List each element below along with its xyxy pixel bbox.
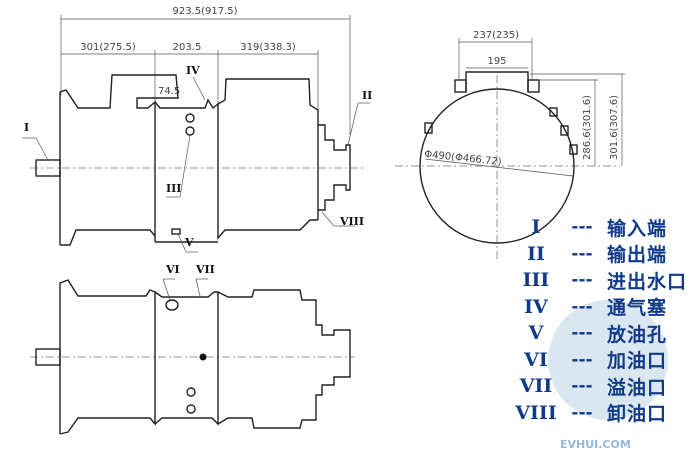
legend-label: 进出水口 (607, 270, 688, 293)
legend-label: 放油孔 (607, 323, 668, 346)
legend-dash: --- (571, 217, 593, 238)
svg-text:II: II (362, 89, 372, 102)
svg-text:74.5: 74.5 (158, 86, 180, 97)
legend-label: 输入端 (607, 217, 668, 240)
legend-numeral: VIII (515, 401, 557, 424)
legend-numeral: IV (524, 295, 548, 318)
svg-text:301(275.5): 301(275.5) (80, 42, 136, 53)
legend-item: VII --- 溢油口 (515, 373, 700, 400)
callout-labels-top: I II III IV V VIII (22, 64, 372, 253)
legend-label: 输出端 (607, 244, 668, 267)
watermark-text: EVHUI.COM (560, 438, 631, 451)
svg-text:VIII: VIII (339, 215, 364, 228)
legend-item: III --- 进出水口 (515, 267, 700, 294)
legend-item: VI --- 加油口 (515, 347, 700, 374)
svg-text:VI: VI (165, 263, 180, 276)
legend-dash: --- (571, 402, 593, 423)
legend-item: I --- 输入端 (515, 214, 700, 241)
svg-text:923.5(917.5): 923.5(917.5) (172, 6, 237, 17)
legend-label: 卸油口 (607, 403, 668, 426)
svg-text:VII: VII (195, 263, 215, 276)
legend-item: IV --- 通气塞 (515, 294, 700, 321)
legend-numeral: II (527, 242, 545, 265)
svg-text:203.5: 203.5 (173, 42, 202, 53)
svg-text:237(235): 237(235) (473, 30, 519, 41)
legend-item: II --- 输出端 (515, 241, 700, 268)
svg-text:301.6(307.6): 301.6(307.6) (609, 95, 620, 160)
side-view (30, 74, 365, 246)
svg-text:III: III (166, 182, 181, 195)
svg-text:286.6(301.6): 286.6(301.6) (582, 95, 593, 160)
legend-dash: --- (571, 296, 593, 317)
legend-numeral: VI (524, 348, 548, 371)
legend-numeral: I (531, 216, 541, 239)
legend: I --- 输入端 II --- 输出端 III --- 进出水口 IV --- 通气塞 V --… (515, 214, 700, 426)
legend-label: 加油口 (607, 350, 668, 373)
svg-text:319(338.3): 319(338.3) (240, 42, 296, 53)
svg-text:V: V (184, 236, 194, 249)
legend-label: 通气塞 (607, 297, 668, 320)
top-view (30, 279, 355, 435)
watermark-logo (548, 300, 668, 420)
legend-item: V --- 放油孔 (515, 320, 700, 347)
legend-label: 溢油口 (607, 376, 668, 399)
legend-numeral: III (522, 269, 550, 292)
svg-text:I: I (24, 121, 29, 134)
legend-item: VIII --- 卸油口 (515, 400, 700, 427)
legend-dash: --- (571, 323, 593, 344)
callout-labels-bottom: VI VII (162, 263, 215, 301)
svg-text:IV: IV (186, 64, 200, 77)
svg-text:195: 195 (487, 56, 506, 67)
legend-dash: --- (571, 243, 593, 264)
legend-dash: --- (571, 376, 593, 397)
dimension-overall: 923.5(917.5) (60, 6, 351, 135)
svg-text:Φ490(Φ466.72): Φ490(Φ466.72) (424, 149, 502, 168)
legend-dash: --- (571, 270, 593, 291)
legend-dash: --- (571, 349, 593, 370)
legend-numeral: VII (519, 375, 553, 398)
legend-numeral: V (528, 322, 544, 345)
